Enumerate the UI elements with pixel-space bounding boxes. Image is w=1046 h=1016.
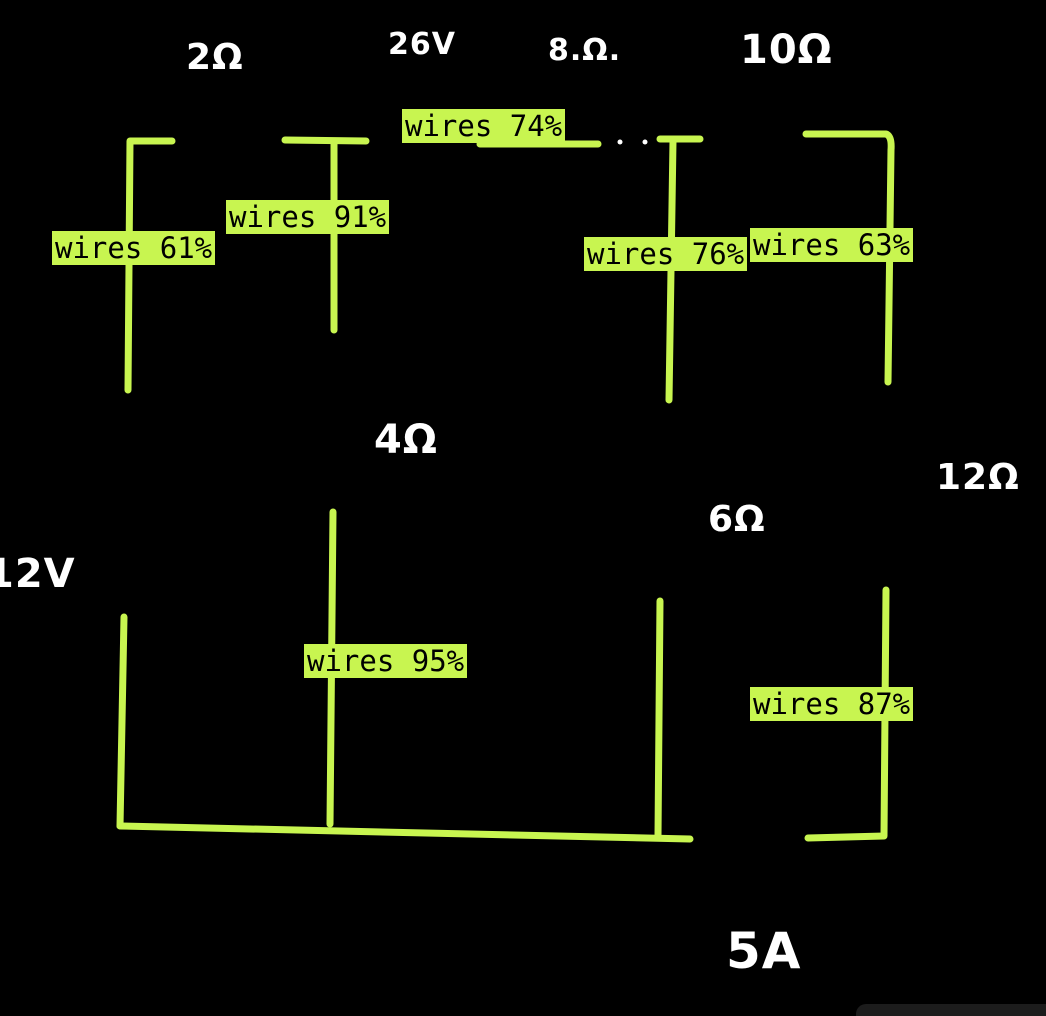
detection-label: wires 74% <box>402 109 566 143</box>
wire-top-tee-bar <box>281 136 370 145</box>
wire-bottom-right-vertical <box>654 597 664 840</box>
wire-bottom-horizontal <box>116 822 694 843</box>
detection-label: wires 91% <box>226 200 390 234</box>
label-2-ohm: 2Ω <box>186 37 244 78</box>
wire-top-left-bracket <box>124 137 176 394</box>
label-8-ohm: 8.Ω. <box>548 33 622 68</box>
dot-mark <box>642 139 648 145</box>
label-26-volt: 26V <box>388 27 456 62</box>
dot-mark <box>617 139 623 145</box>
detection-label: wires 95% <box>304 644 468 678</box>
label-4-ohm: 4Ω <box>374 417 438 463</box>
label-5-amp: 5A <box>726 922 802 980</box>
label-6-ohm: 6Ω <box>708 499 766 540</box>
detection-label: wires 63% <box>750 228 914 262</box>
label-12-volt: 12V <box>0 551 76 597</box>
detection-label: wires 61% <box>52 231 216 265</box>
wire-bottom-left-vertical <box>116 613 128 830</box>
wire-top-right-bracket <box>802 130 895 386</box>
wire-bottom-right-bracket <box>804 586 890 842</box>
corner-overlay <box>856 1004 1046 1016</box>
detection-label: wires 87% <box>750 687 914 721</box>
detection-label: wires 76% <box>584 237 748 271</box>
label-10-ohm: 10Ω <box>740 27 833 73</box>
label-12-ohm: 12Ω <box>936 457 1020 498</box>
